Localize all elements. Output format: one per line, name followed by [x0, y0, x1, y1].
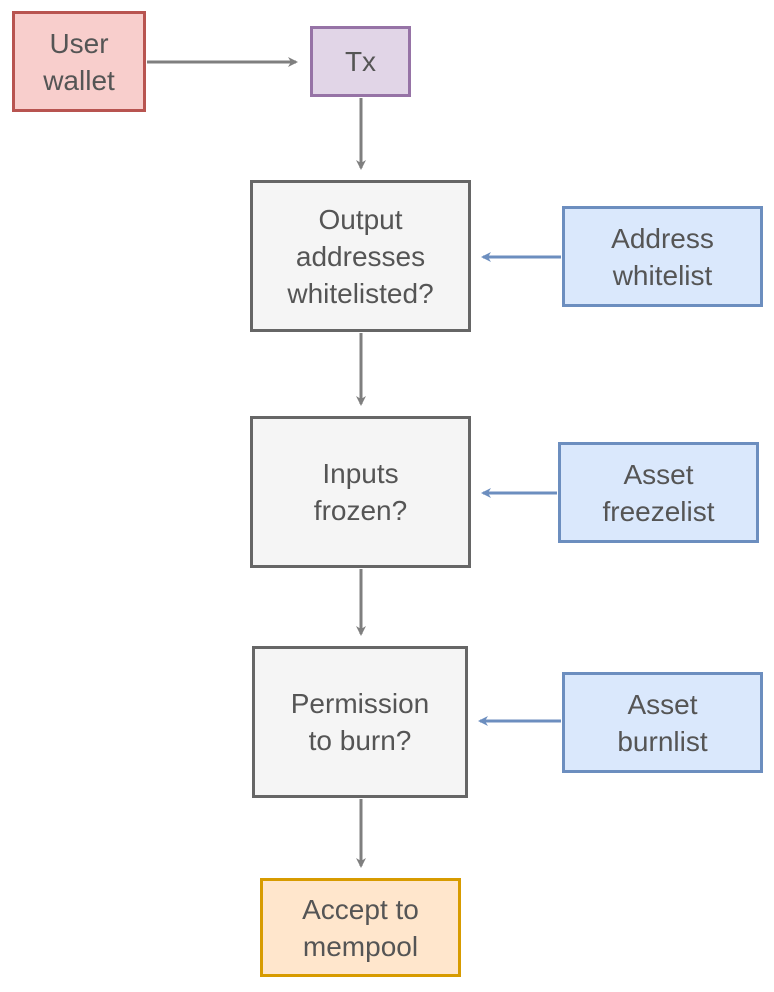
output-whitelisted-check-node: Output addresses whitelisted?: [250, 180, 471, 332]
user-wallet-label-line1: User: [49, 27, 109, 59]
burn-check-label-line1: Permission: [290, 688, 430, 719]
asset-burnlist-node: Asset burnlist: [562, 672, 763, 773]
tx-node: Tx: [310, 26, 411, 97]
asset-freezelist-label-line2: freezelist: [602, 495, 715, 527]
asset-freezelist-label-line1: Asset: [623, 458, 694, 490]
output-check-label-line2: addresses: [295, 240, 426, 272]
user-wallet-label-line2: wallet: [43, 64, 115, 96]
inputs-check-label-line1: Inputs: [322, 458, 399, 489]
output-check-label-line1: Output: [318, 203, 403, 235]
tx-label: Tx: [344, 46, 377, 77]
accept-to-mempool-node: Accept to mempool: [260, 878, 461, 977]
asset-burnlist-label-line2: burnlist: [617, 725, 708, 757]
inputs-frozen-check-node: Inputs frozen?: [250, 416, 471, 568]
burn-check-label-line2: to burn?: [308, 725, 412, 756]
address-whitelist-node: Address whitelist: [562, 206, 763, 307]
output-check-label-line3: whitelisted?: [287, 277, 434, 309]
inputs-check-label-line2: frozen?: [313, 495, 408, 526]
address-whitelist-label-line1: Address: [611, 222, 714, 254]
accept-label-line1: Accept to: [302, 893, 419, 925]
burn-permission-check-node: Permission to burn?: [252, 646, 468, 798]
asset-freezelist-node: Asset freezelist: [558, 442, 759, 543]
user-wallet-node: User wallet: [12, 11, 146, 112]
address-whitelist-label-line2: whitelist: [612, 259, 713, 291]
asset-burnlist-label-line1: Asset: [627, 688, 698, 720]
accept-label-line2: mempool: [302, 930, 419, 962]
